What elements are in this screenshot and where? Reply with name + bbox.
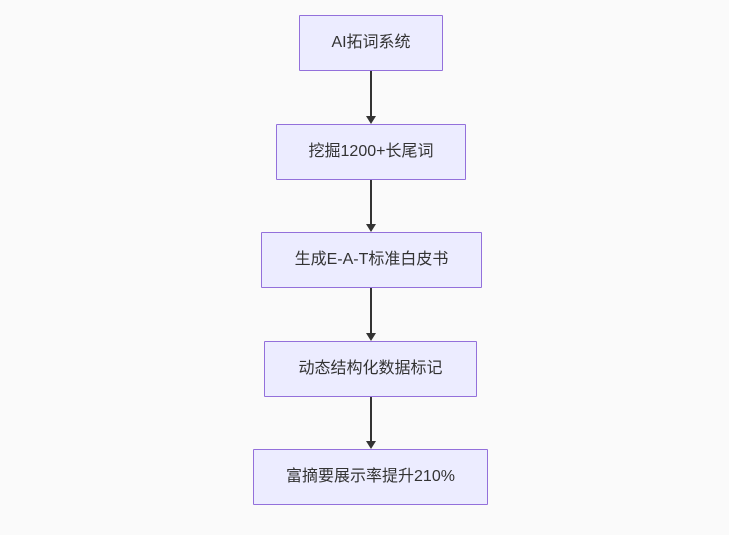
arrowhead-down-icon [366, 224, 376, 232]
flow-node-label: AI拓词系统 [331, 34, 411, 52]
flow-node-mine-longtail-keywords: 挖掘1200+长尾词 [276, 124, 466, 180]
arrowhead-down-icon [366, 441, 376, 449]
flow-node-dynamic-structured-data-markup: 动态结构化数据标记 [264, 341, 477, 397]
arrowhead-down-icon [366, 116, 376, 124]
flow-node-label: 生成E-A-T标准白皮书 [294, 251, 449, 269]
flow-node-label: 动态结构化数据标记 [298, 360, 443, 378]
edge-line-4 [370, 397, 372, 441]
edge-line-1 [370, 71, 372, 116]
edge-line-2 [370, 180, 372, 224]
arrowhead-down-icon [366, 333, 376, 341]
flow-node-label: 富摘要展示率提升210% [286, 468, 455, 486]
flow-node-ai-word-expansion-system: AI拓词系统 [299, 15, 443, 71]
flow-node-rich-snippet-rate-increase: 富摘要展示率提升210% [253, 449, 488, 505]
edge-line-3 [370, 288, 372, 333]
flow-node-generate-eat-whitepaper: 生成E-A-T标准白皮书 [261, 232, 482, 288]
flow-node-label: 挖掘1200+长尾词 [308, 143, 434, 161]
